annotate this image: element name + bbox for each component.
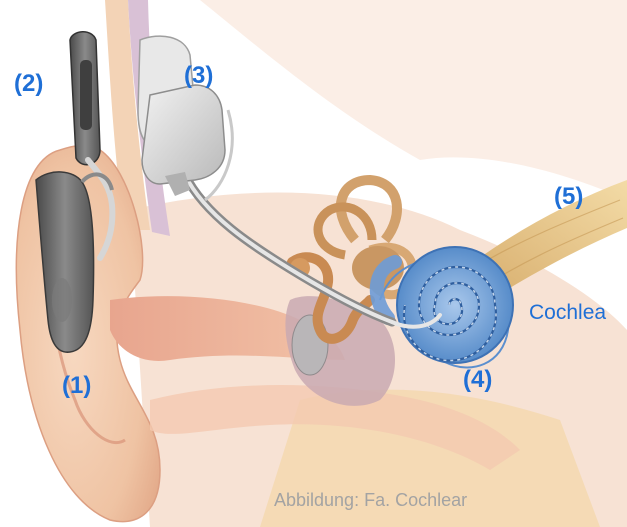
label-nerve: (5) — [554, 183, 583, 211]
label-transmitter: (2) — [14, 70, 43, 98]
image-credit: Abbildung: Fa. Cochlear — [274, 490, 467, 511]
label-cochlea: Cochlea — [529, 301, 606, 325]
implant-receiver — [142, 85, 225, 184]
transmitter-magnet — [80, 60, 92, 130]
label-speech-processor: (1) — [62, 372, 91, 400]
label-implant: (3) — [184, 62, 213, 90]
label-electrode: (4) — [463, 366, 492, 394]
processor-button — [52, 278, 72, 322]
